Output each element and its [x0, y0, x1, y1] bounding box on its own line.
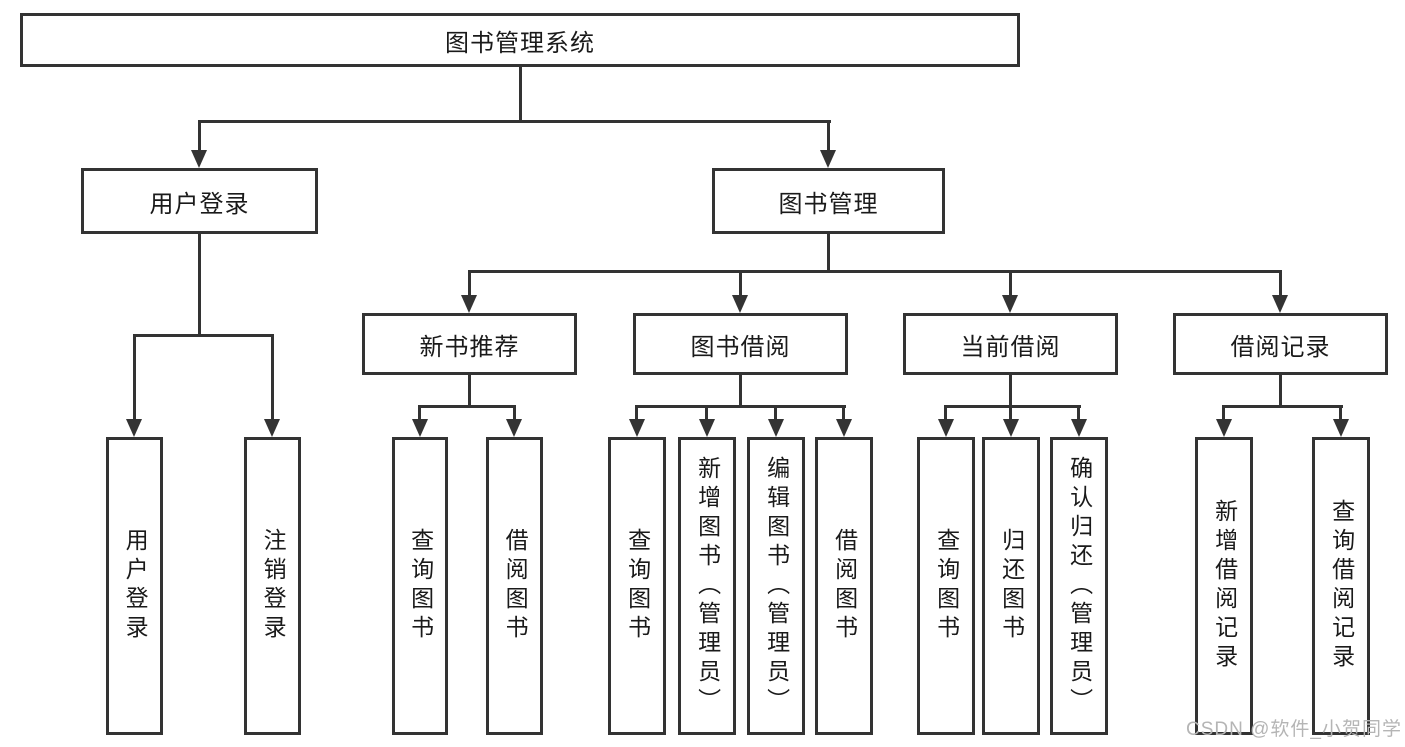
edge-to-leaf: [1222, 405, 1225, 422]
node-root-label: 图书管理系统: [445, 29, 595, 57]
leaf-confirm-return-admin: 确认归还（管理员）: [1050, 437, 1108, 735]
arrow-down-icon: [938, 419, 954, 437]
arrow-down-icon: [412, 419, 428, 437]
edge-current-stem: [1009, 375, 1012, 408]
edge-to-current: [1009, 270, 1012, 298]
edge-user-login-stem: [198, 234, 201, 337]
node-book-borrowing-label: 图书借阅: [690, 333, 791, 361]
edge-book-mgmt-stem: [827, 234, 830, 273]
leaf-query-borrow-record: 查询借阅记录: [1312, 437, 1370, 735]
arrow-down-icon: [264, 419, 280, 437]
leaf-borrow-books-recommend: 借阅图书: [486, 437, 543, 735]
arrow-down-icon: [768, 419, 784, 437]
edge-to-new-book: [468, 270, 471, 298]
edge-to-book-mgmt: [827, 120, 830, 152]
edge-new-book-stem: [468, 375, 471, 408]
node-current-borrowing-label: 当前借阅: [960, 333, 1061, 361]
leaf-query-books-recommend: 查询图书: [392, 437, 448, 735]
edge-to-leaf: [513, 405, 516, 422]
leaf-logout: 注销登录: [244, 437, 301, 735]
arrow-down-icon: [1071, 419, 1087, 437]
node-user-login-label: 用户登录: [149, 190, 250, 218]
edge-records-split: [1222, 405, 1343, 408]
csdn-watermark: CSDN @软件_小贺同学: [1186, 719, 1402, 740]
leaf-add-books-admin-label: 新增图书（管理员）: [694, 455, 721, 717]
edge-borrowing-stem: [739, 375, 742, 408]
edge-to-leaf: [774, 405, 777, 422]
edge-user-login-split: [133, 334, 274, 337]
node-book-management: 图书管理: [712, 168, 945, 234]
edge-new-book-split: [418, 405, 516, 408]
leaf-logout-label: 注销登录: [260, 528, 287, 644]
edge-to-records: [1279, 270, 1282, 298]
edge-to-leaf: [635, 405, 638, 422]
edge-to-borrowing: [739, 270, 742, 298]
leaf-confirm-return-admin-label: 确认归还（管理员）: [1066, 455, 1093, 717]
edge-to-leaf: [705, 405, 708, 422]
arrow-down-icon: [461, 295, 477, 313]
node-new-book-recommend: 新书推荐: [362, 313, 577, 375]
edge-current-split: [944, 405, 1081, 408]
edge-book-mgmt-split: [468, 270, 1282, 273]
arrow-down-icon: [836, 419, 852, 437]
leaf-borrow-books-label: 借阅图书: [831, 528, 858, 644]
edge-to-leaf: [1009, 405, 1012, 422]
leaf-query-books-label: 查询图书: [407, 528, 434, 644]
leaf-return-books: 归还图书: [982, 437, 1040, 735]
leaf-query-borrow-record-label: 查询借阅记录: [1328, 499, 1355, 673]
edge-to-leaf: [944, 405, 947, 422]
leaf-edit-books-admin: 编辑图书（管理员）: [747, 437, 805, 735]
edge-to-leaf-logout: [271, 334, 274, 422]
edge-to-leaf: [1339, 405, 1342, 422]
arrow-down-icon: [191, 150, 207, 168]
edge-to-leaf: [1077, 405, 1080, 422]
arrow-down-icon: [1272, 295, 1288, 313]
leaf-query-books-label: 查询图书: [933, 528, 960, 644]
edge-borrowing-split: [635, 405, 846, 408]
node-borrowing-records: 借阅记录: [1173, 313, 1388, 375]
leaf-add-borrow-record-label: 新增借阅记录: [1211, 499, 1238, 673]
leaf-user-login-label: 用户登录: [122, 528, 149, 644]
leaf-query-books-label: 查询图书: [624, 528, 651, 644]
edge-root-split: [198, 120, 831, 123]
leaf-borrow-books-label: 借阅图书: [502, 528, 529, 644]
edge-to-user-login: [198, 120, 201, 152]
leaf-return-books-label: 归还图书: [998, 528, 1025, 644]
edge-to-leaf: [418, 405, 421, 422]
node-user-login: 用户登录: [81, 168, 318, 234]
edge-records-stem: [1279, 375, 1282, 408]
node-root-system: 图书管理系统: [20, 13, 1020, 67]
edge-root-stem: [519, 67, 522, 120]
leaf-borrow-books: 借阅图书: [815, 437, 873, 735]
arrow-down-icon: [1216, 419, 1232, 437]
node-current-borrowing: 当前借阅: [903, 313, 1118, 375]
node-new-book-recommend-label: 新书推荐: [419, 333, 520, 361]
node-borrowing-records-label: 借阅记录: [1230, 333, 1331, 361]
arrow-down-icon: [1003, 419, 1019, 437]
leaf-add-borrow-record: 新增借阅记录: [1195, 437, 1253, 735]
arrow-down-icon: [699, 419, 715, 437]
arrow-down-icon: [629, 419, 645, 437]
leaf-query-books-current: 查询图书: [917, 437, 975, 735]
arrow-down-icon: [1002, 295, 1018, 313]
node-book-management-label: 图书管理: [778, 190, 879, 218]
leaf-add-books-admin: 新增图书（管理员）: [678, 437, 736, 735]
arrow-down-icon: [820, 150, 836, 168]
arrow-down-icon: [126, 419, 142, 437]
leaf-edit-books-admin-label: 编辑图书（管理员）: [763, 455, 790, 717]
node-book-borrowing: 图书借阅: [633, 313, 848, 375]
leaf-query-books-borrowing: 查询图书: [608, 437, 666, 735]
leaf-user-login: 用户登录: [106, 437, 163, 735]
edge-to-leaf-login: [133, 334, 136, 422]
arrow-down-icon: [506, 419, 522, 437]
edge-to-leaf: [842, 405, 845, 422]
arrow-down-icon: [1333, 419, 1349, 437]
arrow-down-icon: [732, 295, 748, 313]
